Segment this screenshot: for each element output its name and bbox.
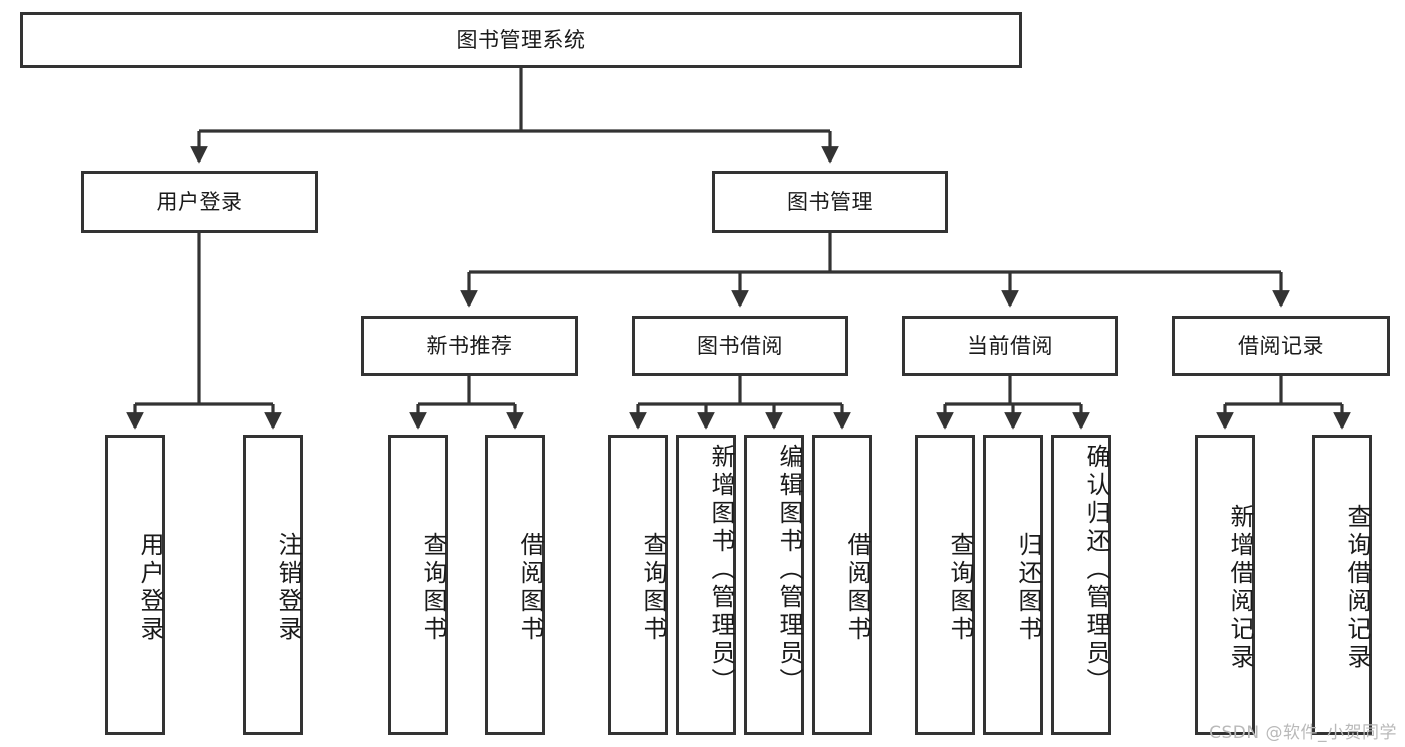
leaf-borrow-book-2[interactable]: 借阅图书 bbox=[812, 435, 872, 735]
leaf-query-book-2-label: 查询图书 bbox=[639, 532, 667, 644]
leaf-query-record[interactable]: 查询借阅记录 bbox=[1312, 435, 1372, 735]
leaf-add-book-label: 新增图书（管理员） bbox=[707, 444, 735, 696]
csdn-watermark: CSDN @软件_小贺同学 bbox=[1209, 723, 1397, 743]
leaf-borrow-book-2-label: 借阅图书 bbox=[843, 532, 871, 644]
node-new-book-recommend[interactable]: 新书推荐 bbox=[361, 316, 578, 376]
node-borrow-record-label: 借阅记录 bbox=[1238, 333, 1324, 358]
leaf-borrow-book-1-label: 借阅图书 bbox=[516, 532, 544, 644]
leaf-logout-label: 注销登录 bbox=[274, 532, 302, 644]
node-book-management[interactable]: 图书管理 bbox=[712, 171, 948, 233]
node-root[interactable]: 图书管理系统 bbox=[20, 12, 1022, 68]
node-book-borrow[interactable]: 图书借阅 bbox=[632, 316, 848, 376]
node-new-book-recommend-label: 新书推荐 bbox=[426, 333, 513, 358]
leaf-return-book-label: 归还图书 bbox=[1014, 532, 1042, 644]
leaf-user-login[interactable]: 用户登录 bbox=[105, 435, 165, 735]
node-current-borrow[interactable]: 当前借阅 bbox=[902, 316, 1118, 376]
leaf-query-book-1[interactable]: 查询图书 bbox=[388, 435, 448, 735]
leaf-user-login-label: 用户登录 bbox=[136, 532, 164, 644]
leaf-borrow-book-1[interactable]: 借阅图书 bbox=[485, 435, 545, 735]
node-book-borrow-label: 图书借阅 bbox=[697, 333, 783, 358]
leaf-add-record-label: 新增借阅记录 bbox=[1226, 504, 1254, 672]
node-user-login-label: 用户登录 bbox=[156, 189, 243, 214]
node-current-borrow-label: 当前借阅 bbox=[967, 333, 1053, 358]
leaf-edit-book-label: 编辑图书（管理员） bbox=[775, 444, 803, 696]
leaf-query-book-1-label: 查询图书 bbox=[419, 532, 447, 644]
leaf-add-record[interactable]: 新增借阅记录 bbox=[1195, 435, 1255, 735]
leaf-query-book-3-label: 查询图书 bbox=[946, 532, 974, 644]
node-book-management-label: 图书管理 bbox=[787, 189, 873, 214]
leaf-confirm-return-label: 确认归还（管理员） bbox=[1082, 444, 1110, 696]
leaf-return-book[interactable]: 归还图书 bbox=[983, 435, 1043, 735]
leaf-query-book-3[interactable]: 查询图书 bbox=[915, 435, 975, 735]
leaf-add-book[interactable]: 新增图书（管理员） bbox=[676, 435, 736, 735]
leaf-query-record-label: 查询借阅记录 bbox=[1343, 504, 1371, 672]
leaf-edit-book[interactable]: 编辑图书（管理员） bbox=[744, 435, 804, 735]
node-borrow-record[interactable]: 借阅记录 bbox=[1172, 316, 1390, 376]
leaf-confirm-return[interactable]: 确认归还（管理员） bbox=[1051, 435, 1111, 735]
leaf-query-book-2[interactable]: 查询图书 bbox=[608, 435, 668, 735]
node-root-label: 图书管理系统 bbox=[456, 27, 586, 52]
leaf-logout[interactable]: 注销登录 bbox=[243, 435, 303, 735]
node-user-login[interactable]: 用户登录 bbox=[81, 171, 318, 233]
